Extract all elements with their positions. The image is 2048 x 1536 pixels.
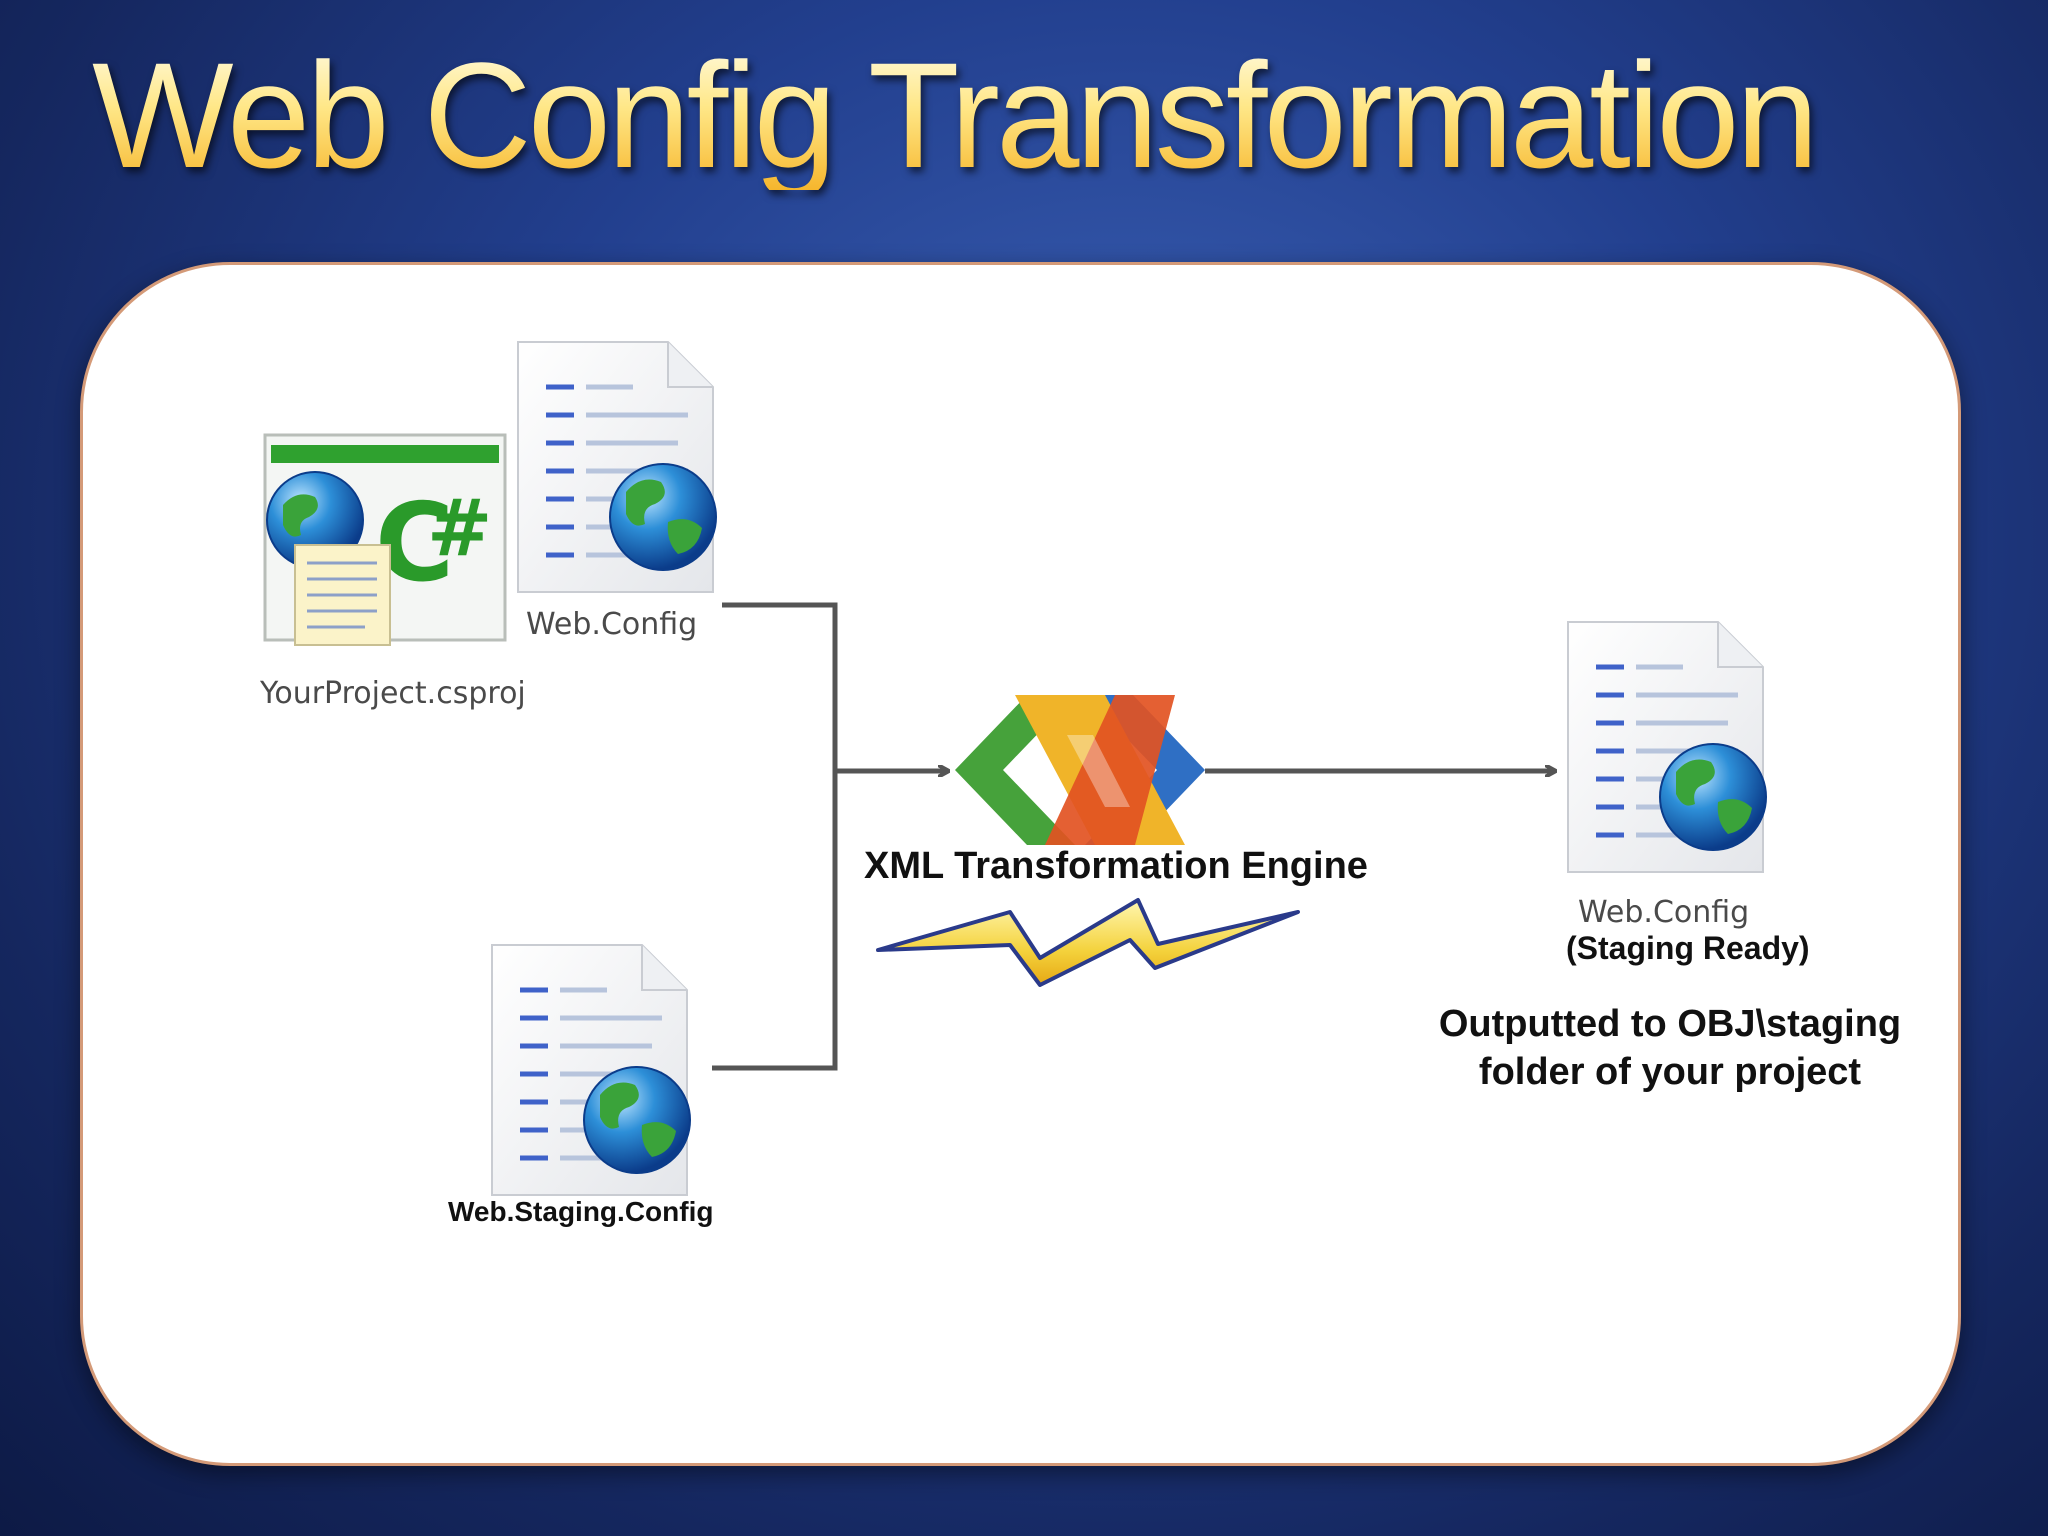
output-web-config-label: Web.Config	[1578, 895, 1749, 930]
csharp-project-icon: C #	[265, 435, 505, 645]
output-web-config-file-icon	[1568, 622, 1766, 872]
web-config-file-icon	[518, 342, 716, 592]
staging-config-label: Web.Staging.Config	[448, 1196, 713, 1228]
note-line-2: folder of your project	[1390, 1048, 1950, 1096]
visual-studio-logo-icon	[955, 695, 1205, 845]
output-location-note: Outputted to OBJ\staging folder of your …	[1390, 1000, 1950, 1096]
project-file-label: YourProject.csproj	[260, 676, 526, 711]
web-config-label: Web.Config	[526, 607, 697, 642]
engine-label: XML Transformation Engine	[864, 845, 1368, 888]
lightning-bolt-icon	[878, 900, 1298, 985]
svg-text:#: #	[427, 484, 492, 574]
staging-ready-label: (Staging Ready)	[1566, 930, 1810, 967]
note-line-1: Outputted to OBJ\staging	[1390, 1000, 1950, 1048]
merge-connector	[712, 605, 948, 1068]
web-staging-config-file-icon	[492, 945, 690, 1195]
